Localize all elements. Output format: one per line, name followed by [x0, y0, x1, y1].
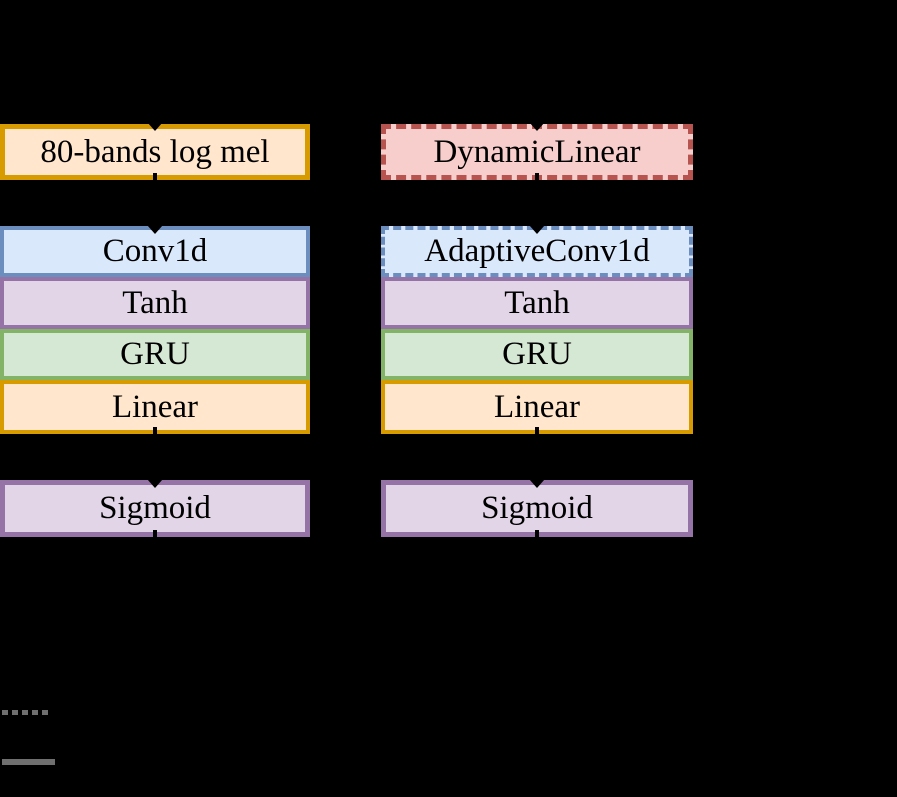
arrow-stub [153, 530, 157, 538]
box-sigmoid-right: Sigmoid [381, 480, 693, 537]
box-sigmoid-left: Sigmoid [0, 480, 310, 537]
box-input-log-mel: 80-bands log mel [0, 124, 310, 180]
arrow-stub [535, 173, 539, 181]
box-gru-right: GRU [381, 329, 693, 380]
arrow-stub [535, 530, 539, 538]
arrowhead-down-icon [147, 479, 163, 488]
box-linear-right: Linear [381, 380, 693, 434]
box-tanh-left: Tanh [0, 277, 310, 329]
arrowhead-down-icon [147, 225, 163, 234]
arrow-stub [535, 427, 539, 435]
legend-dashed-line [2, 710, 49, 715]
box-gru-left: GRU [0, 329, 310, 380]
arrowhead-down-icon [529, 122, 545, 131]
arrowhead-down-icon [529, 225, 545, 234]
arrow-stub [153, 427, 157, 435]
arrowhead-down-icon [147, 122, 163, 131]
box-tanh-right: Tanh [381, 277, 693, 329]
arrow-stub [153, 173, 157, 181]
legend-solid-line [2, 759, 55, 765]
arrowhead-down-icon [529, 479, 545, 488]
box-adaptive-conv1d: AdaptiveConv1d [381, 226, 693, 277]
box-linear-left: Linear [0, 380, 310, 434]
box-dynamic-linear: DynamicLinear [381, 124, 693, 180]
